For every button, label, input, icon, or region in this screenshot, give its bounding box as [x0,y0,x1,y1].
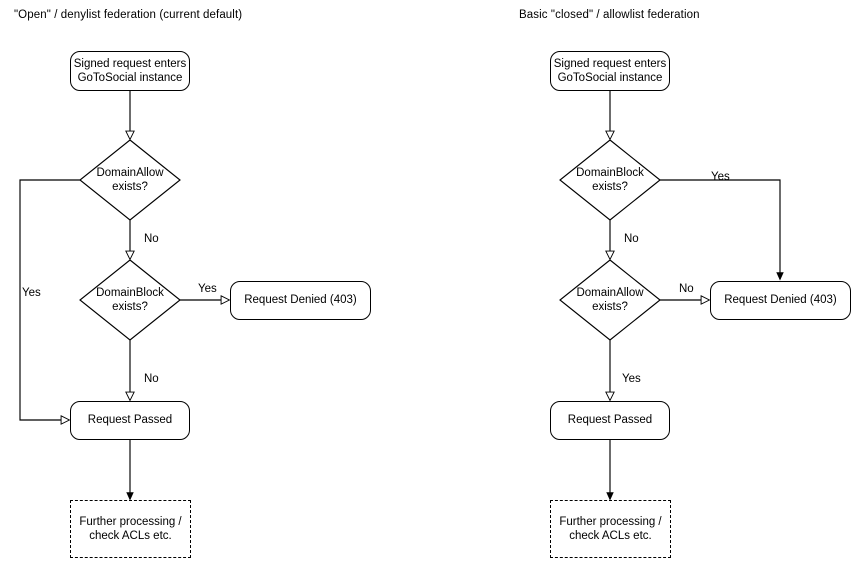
edge-label-domainallow-no-right: No [679,283,694,295]
edge-label-domainallow-yes-left: Yes [22,287,41,299]
node-entry-left: Signed request enters GoToSocial instanc… [70,51,190,91]
edge-domainblock-yes-right [660,179,780,279]
node-request-passed-right: Request Passed [550,401,670,440]
edge-label-domainallow-yes-right: Yes [622,373,641,385]
node-further-processing-right: Further processing / check ACLs etc. [550,500,671,558]
node-request-passed-left: Request Passed [70,401,190,440]
diagram-title-open-denylist: "Open" / denylist federation (current de… [14,9,243,21]
node-entry-right: Signed request enters GoToSocial instanc… [550,51,670,91]
edge-label-domainblock-no-left: No [144,373,159,385]
edge-domainallow-yes-left [19,179,80,420]
edge-label-domainblock-yes-left: Yes [198,283,217,295]
node-request-denied-left: Request Denied (403) [230,281,371,320]
edge-label-domainblock-no-right: No [624,233,639,245]
node-decision-domainblock-right: DomainBlock exists? [576,166,644,194]
diagram-title-closed-allowlist: Basic "closed" / allowlist federation [519,9,700,21]
node-request-denied-right: Request Denied (403) [710,281,851,320]
edge-label-domainallow-no-left: No [144,233,159,245]
edge-label-domainblock-yes-right: Yes [711,171,730,183]
node-further-processing-left: Further processing / check ACLs etc. [70,500,191,558]
node-decision-domainallow-left: DomainAllow exists? [96,166,164,194]
node-decision-domainallow-right: DomainAllow exists? [576,286,644,314]
node-decision-domainblock-left: DomainBlock exists? [96,286,164,314]
